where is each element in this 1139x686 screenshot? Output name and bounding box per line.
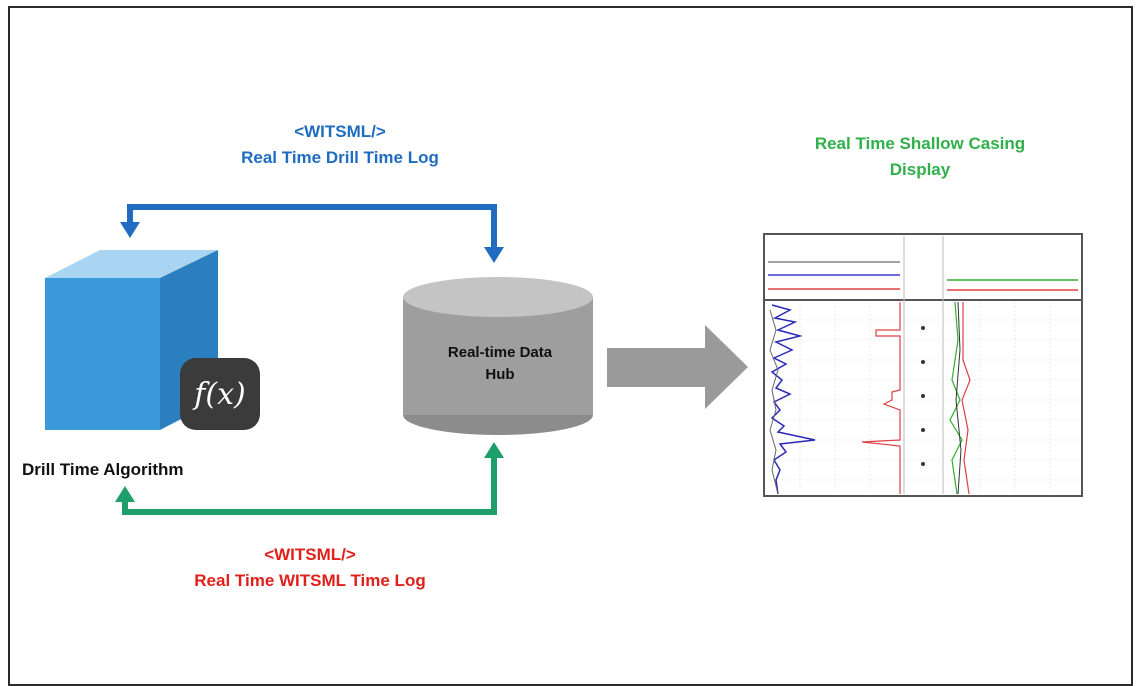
data-hub-cylinder [403,277,593,435]
function-icon: f(x) [180,358,260,430]
algorithm-label: Drill Time Algorithm [22,460,184,479]
svg-text:f(x): f(x) [192,377,245,412]
bottom-witsml-tag: <WITSML/> [264,545,356,564]
hub-label-line1: Real-time Data [447,344,553,361]
display-title-line2: Display [889,160,951,179]
hub-label: Real-time Data Hub [405,342,595,386]
hub-label-line2: Hub [485,366,515,383]
top-witsml-tag: <WITSML/> [294,122,386,141]
display-title-line1: Real Time Shallow Casing [814,134,1026,153]
green-input-arrow [115,442,504,515]
bottom-log-title: Real Time WITSML Time Log [194,571,426,590]
output-arrow [607,325,748,409]
top-log-title: Real Time Drill Time Log [241,148,439,167]
blue-feedback-arrow [120,204,504,263]
log-display-panel [763,233,1083,497]
